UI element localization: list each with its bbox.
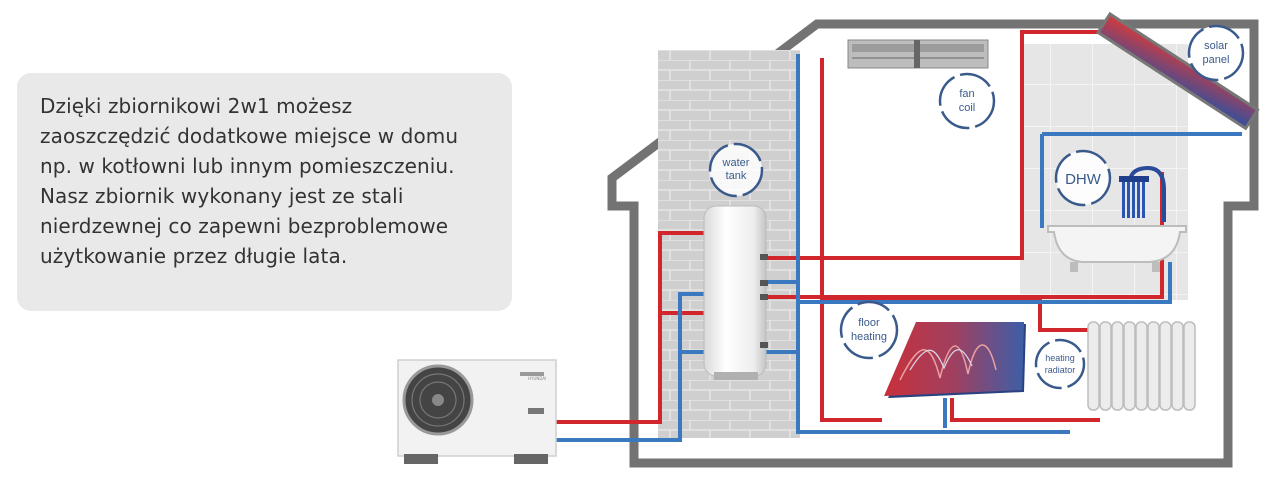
svg-text:water: water: [722, 157, 750, 169]
svg-text:panel: panel: [1203, 54, 1230, 66]
description-line-4: Nasz zbiornik wykonany jest ze stali: [40, 184, 404, 208]
house-outline: [607, 19, 1259, 468]
label-dhw: DHW: [1054, 149, 1112, 207]
floor-heating-panel: [884, 322, 1026, 398]
cold-pipes: [555, 54, 1242, 442]
description-line-2: zaoszczędzić dodatkowe miejsce w domu: [40, 124, 459, 148]
svg-text:heating: heating: [851, 331, 887, 343]
svg-text:radiator: radiator: [1045, 365, 1076, 375]
fan-coil-unit: [847, 39, 989, 69]
description-line-5: nierdzewnej co zapewni bezproblemowe: [40, 214, 449, 238]
svg-text:fan: fan: [959, 88, 974, 100]
description-line-6: użytkowanie przez długie lata.: [40, 244, 348, 268]
description-line-3: np. w kotłowni lub innym pomieszczeniu.: [40, 154, 455, 178]
water-tank: [703, 205, 768, 380]
description-line-1: Dzięki zbiornikowi 2w1 możesz: [40, 94, 353, 118]
heat-pump-outdoor-unit: [397, 359, 557, 464]
label-water-tank: water tank: [708, 142, 764, 198]
svg-text:heating: heating: [1045, 353, 1075, 363]
svg-text:DHW: DHW: [1065, 171, 1102, 188]
svg-text:floor: floor: [858, 317, 880, 329]
brand-label: HYUNDAI: [528, 376, 546, 381]
svg-text:solar: solar: [1204, 40, 1228, 52]
bathtub: [1047, 165, 1187, 272]
solar-panel: [1095, 11, 1260, 131]
label-fan-coil: fan coil: [938, 72, 996, 130]
label-solar-panel: solar panel: [1187, 24, 1245, 82]
label-heating-radiator: heating radiator: [1034, 338, 1086, 390]
description-box: [17, 73, 512, 311]
svg-text:coil: coil: [959, 102, 976, 114]
svg-text:tank: tank: [726, 170, 747, 182]
label-floor-heating: floor heating: [839, 300, 899, 360]
heating-radiator: [1087, 321, 1196, 411]
